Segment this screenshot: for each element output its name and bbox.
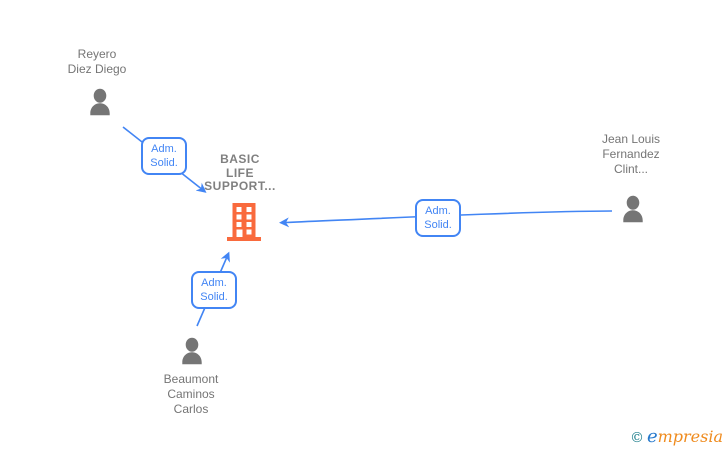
person-icon[interactable]: [176, 335, 208, 367]
edge-label-line: Adm.: [425, 205, 451, 217]
building-icon[interactable]: [227, 203, 261, 241]
person-icon[interactable]: [617, 193, 649, 225]
edge-label-line: Solid.: [200, 291, 228, 303]
company-node-name[interactable]: BASIC LIFE SUPPORT...: [175, 152, 305, 194]
name-line: SUPPORT...: [204, 179, 276, 193]
brand-initial: e: [646, 426, 658, 447]
name-line: LIFE: [226, 165, 254, 180]
name-line: Fernandez: [602, 147, 660, 161]
brand-name: mpresia: [657, 427, 723, 446]
name-line: Jean Louis: [601, 132, 661, 146]
copyright-icon: ©: [629, 430, 644, 446]
edge-label-line: Adm.: [151, 143, 177, 155]
edge-label-adm-solid: Adm. Solid.: [191, 271, 237, 309]
name-line: Carlos: [173, 402, 209, 416]
edge-label-line: Solid.: [424, 219, 452, 231]
edge-label-line: Solid.: [150, 157, 178, 169]
name-line: BASIC: [220, 152, 260, 166]
empresia-brand-link[interactable]: ©empresia: [630, 426, 723, 447]
name-line: Clint...: [613, 162, 648, 176]
person-node-reyero-name[interactable]: Reyero Diez Diego: [37, 47, 157, 77]
person-node-beaumont-name[interactable]: Beaumont Caminos Carlos: [131, 372, 251, 417]
edge-label-line: Adm.: [201, 277, 227, 289]
edge-label-adm-solid: Adm. Solid.: [415, 199, 461, 237]
name-line: Caminos: [167, 387, 215, 401]
name-line: Diez Diego: [67, 62, 127, 76]
person-node-jean-name[interactable]: Jean Louis Fernandez Clint...: [571, 132, 691, 177]
name-line: Reyero: [77, 47, 117, 61]
name-line: Beaumont: [163, 372, 219, 386]
edge-label-adm-solid: Adm. Solid.: [141, 137, 187, 175]
person-icon[interactable]: [84, 86, 116, 118]
